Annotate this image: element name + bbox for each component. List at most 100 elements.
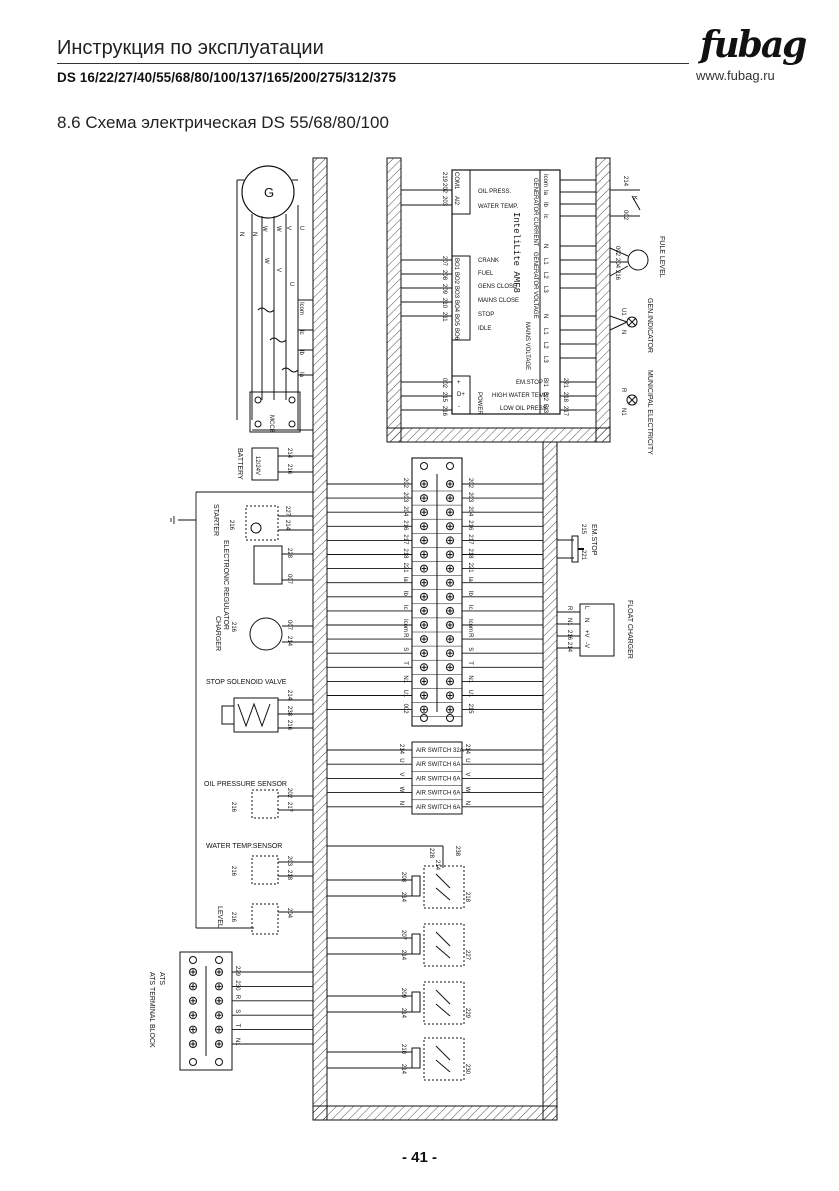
relay-box bbox=[423, 981, 465, 1025]
generator-symbol bbox=[241, 165, 295, 219]
svg-text:218: 218 bbox=[286, 870, 292, 881]
brand-url[interactable]: www.fubag.ru bbox=[696, 68, 775, 83]
svg-text:L3: L3 bbox=[542, 356, 548, 363]
svg-text:217: 217 bbox=[286, 802, 292, 813]
svg-text:214: 214 bbox=[622, 176, 628, 187]
svg-text:208: 208 bbox=[441, 270, 447, 281]
svg-text:002: 002 bbox=[441, 378, 447, 389]
ats-wire-label: S bbox=[234, 1009, 240, 1013]
strip-label-left: 218 bbox=[402, 549, 408, 560]
relay-contact-label: 230 bbox=[464, 1064, 470, 1075]
svg-text:N: N bbox=[542, 244, 548, 248]
air-wire-label-right: V bbox=[464, 772, 470, 776]
relay-box bbox=[423, 1037, 465, 1081]
water-temp-sensor: WATER TEMP.SENSOR 203 218 216 bbox=[206, 843, 313, 885]
ground-bus bbox=[170, 491, 313, 929]
svg-text:002: 002 bbox=[614, 246, 620, 257]
ats-terminal-block: ATS TERMINAL BLOCK ATS bbox=[148, 951, 233, 1071]
svg-text:W: W bbox=[275, 226, 281, 232]
relay-contact bbox=[435, 873, 451, 889]
strip-label-right: 203 bbox=[467, 492, 473, 503]
strip-label-left: R bbox=[402, 633, 408, 638]
svg-text:BO5: BO5 bbox=[453, 314, 459, 327]
relay-box bbox=[423, 865, 465, 909]
svg-text:GENERATOR CURRENT: GENERATOR CURRENT bbox=[532, 178, 538, 247]
svg-text:BI3: BI3 bbox=[542, 404, 548, 414]
svg-text:U1: U1 bbox=[620, 308, 626, 316]
svg-text:N1: N1 bbox=[566, 618, 572, 626]
page-number: - 41 - bbox=[401, 1149, 437, 1166]
svg-text:007: 007 bbox=[286, 620, 292, 631]
level-sensor: 204 216 LEVEL bbox=[216, 903, 313, 935]
strip-label-right: Ia bbox=[467, 577, 473, 583]
svg-text:Ia: Ia bbox=[298, 372, 304, 378]
strip-label-right: R bbox=[467, 633, 473, 638]
svg-text:R: R bbox=[566, 606, 572, 611]
svg-text:216: 216 bbox=[286, 720, 292, 731]
air-switch-label: AIR SWITCH 6A bbox=[416, 762, 460, 768]
strip-label-left: Ia bbox=[402, 577, 408, 583]
strip-label-right: 202 bbox=[467, 478, 473, 489]
svg-text:216: 216 bbox=[230, 802, 236, 813]
air-wire-label-left: U bbox=[398, 758, 404, 762]
svg-text:202: 202 bbox=[286, 788, 292, 799]
strip-label-right: Ib bbox=[467, 591, 473, 597]
svg-text:L2: L2 bbox=[542, 342, 548, 349]
relay-contact bbox=[435, 887, 451, 901]
svg-text:AI2: AI2 bbox=[453, 196, 459, 206]
svg-text:202: 202 bbox=[441, 183, 447, 194]
em-stop-label: EM.STOP bbox=[590, 524, 597, 556]
section-title: 8.6 Схема электрическая DS 55/68/80/100 bbox=[57, 113, 389, 132]
air-switch-label: AIR SWITCH 32A bbox=[416, 748, 464, 754]
svg-text:227: 227 bbox=[284, 506, 290, 517]
svg-text:U: U bbox=[298, 226, 304, 230]
fuel-level-sensor: 002 204 216 FULE LEVEL bbox=[609, 236, 665, 281]
svg-text:216: 216 bbox=[230, 622, 236, 633]
ats-wire-label: N1 bbox=[234, 1038, 240, 1046]
svg-text:210: 210 bbox=[441, 298, 447, 309]
municipal-label: MUNICIPAL ELECTRICITY bbox=[646, 370, 653, 455]
fuel-level-label: FULE LEVEL bbox=[658, 236, 665, 278]
strip-label-right: 221 bbox=[467, 563, 473, 574]
relay-coil-top: 209 bbox=[400, 988, 406, 999]
svg-text:WATER TEMP.: WATER TEMP. bbox=[478, 204, 518, 210]
strip-label-right: U1 bbox=[467, 690, 473, 698]
svg-text:N: N bbox=[542, 314, 548, 318]
svg-text:+V: +V bbox=[583, 630, 589, 638]
starter-label: STARTER bbox=[212, 504, 219, 536]
svg-text:W: W bbox=[261, 226, 267, 232]
svg-text:207: 207 bbox=[441, 256, 447, 267]
svg-text:216: 216 bbox=[566, 630, 572, 641]
mccb-label: MCCB bbox=[268, 415, 274, 433]
document-title: Инструкция по эксплуатации bbox=[57, 37, 324, 59]
svg-text:203: 203 bbox=[286, 856, 292, 867]
relay-coil bbox=[411, 1047, 421, 1069]
svg-text:U: U bbox=[288, 282, 294, 286]
svg-text:GENS CLOSE: GENS CLOSE bbox=[478, 284, 517, 290]
svg-text:W: W bbox=[263, 258, 269, 264]
ats-wire-label: 229 bbox=[234, 966, 240, 977]
svg-text:214: 214 bbox=[286, 636, 292, 647]
svg-text:OIL PRESS.: OIL PRESS. bbox=[478, 189, 511, 195]
svg-text:L: L bbox=[583, 606, 589, 610]
svg-text:L3: L3 bbox=[542, 286, 548, 293]
svg-text:MAINS VOLTAGE: MAINS VOLTAGE bbox=[524, 322, 530, 370]
relay-coil-bottom: 214 bbox=[400, 892, 406, 903]
svg-text:Ib: Ib bbox=[542, 202, 548, 208]
svg-text:214: 214 bbox=[286, 448, 292, 459]
controller-wires bbox=[401, 179, 596, 411]
cable-ducts bbox=[312, 157, 611, 1121]
svg-text:V: V bbox=[275, 268, 281, 272]
svg-text:238: 238 bbox=[286, 706, 292, 717]
header-rule bbox=[57, 63, 689, 64]
strip-label-right: 215 bbox=[467, 704, 473, 715]
ats-wire-label: R bbox=[234, 995, 240, 1000]
air-wire-label-left: W bbox=[398, 787, 404, 793]
model-list: DS 16/22/27/40/55/68/80/100/137/165/200/… bbox=[57, 70, 397, 85]
strip-label-left: Icom bbox=[402, 619, 408, 632]
air-switch-label: AIR SWITCH 6A bbox=[416, 805, 460, 811]
strip-label-right: Ic bbox=[467, 605, 473, 610]
